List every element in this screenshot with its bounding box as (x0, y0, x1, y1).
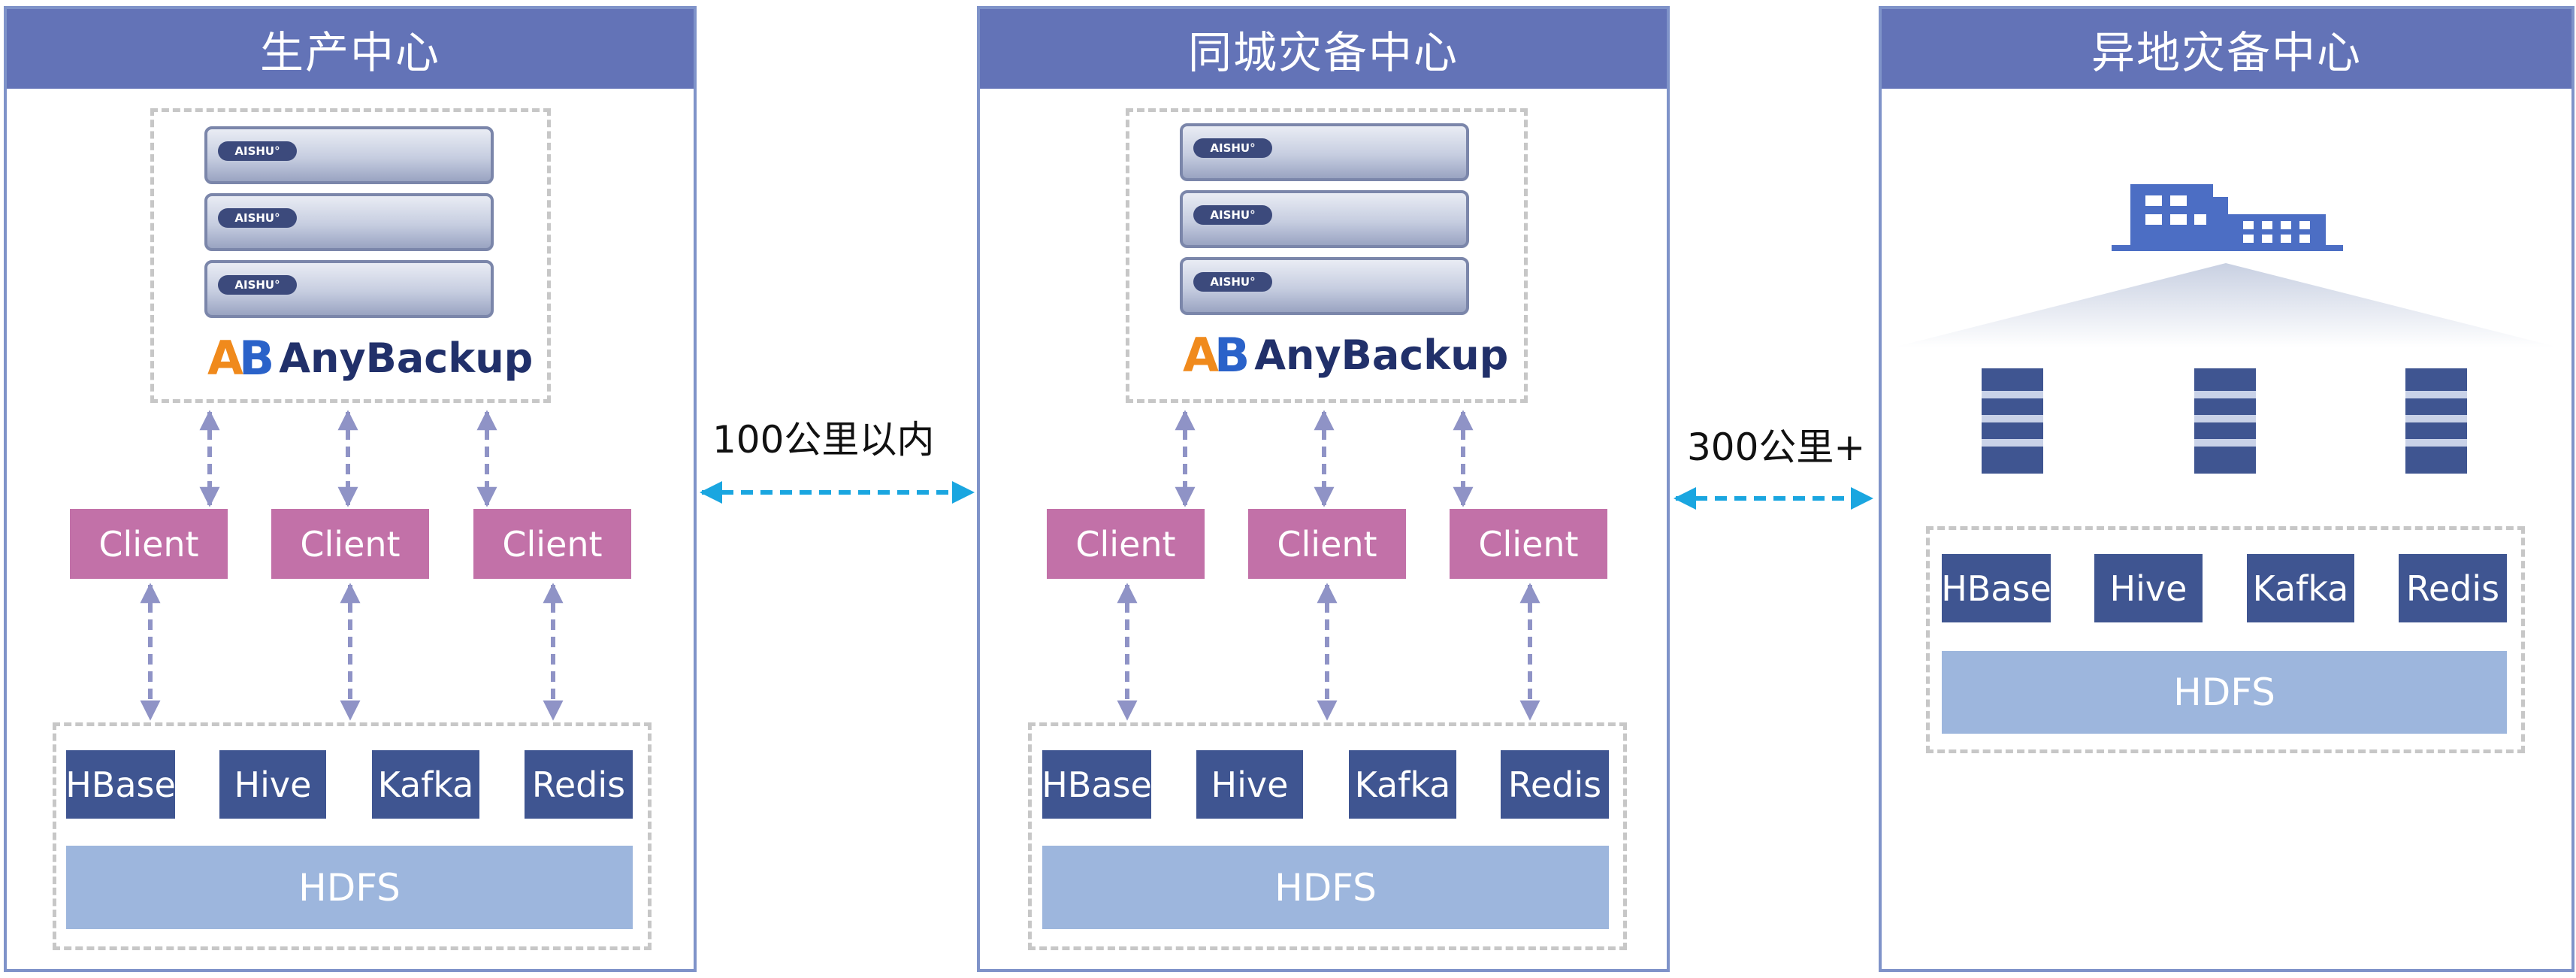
app-hive: Hive (1196, 750, 1303, 819)
hdfs-storage-bar: HDFS (1042, 846, 1609, 929)
server-brand-tag: AISHU° (1193, 138, 1272, 158)
remote-dr-center-title: 异地灾备中心 (1882, 9, 2571, 89)
storage-rack-icon (2194, 368, 2256, 474)
app-kafka: Kafka (1349, 750, 1456, 819)
app-hive: Hive (2094, 554, 2203, 622)
production-backup-server-group (150, 108, 551, 403)
far-distance-label: 300公里+ (1687, 425, 1866, 469)
server-brand-tag: AISHU° (1193, 272, 1272, 292)
server-brand-tag: AISHU° (218, 141, 297, 161)
client-box: Client (1450, 509, 1607, 579)
app-kafka: Kafka (2247, 554, 2354, 622)
anybackup-logo: AB AnyBackup (1183, 328, 1508, 383)
app-redis: Redis (525, 750, 633, 819)
remote-data-platform-group (1926, 526, 2525, 753)
server-unit: AISHU° (1180, 123, 1469, 181)
server-brand-tag: AISHU° (218, 208, 297, 228)
anybackup-logo: AB AnyBackup (207, 331, 533, 386)
app-hive: Hive (219, 750, 326, 819)
server-unit: AISHU° (204, 193, 494, 251)
client-box: Client (1047, 509, 1205, 579)
storage-rack-icon (1982, 368, 2043, 474)
client-box: Client (473, 509, 631, 579)
anybackup-logo-text: AnyBackup (279, 335, 534, 382)
production-data-platform-group (53, 722, 652, 950)
anybackup-logo-mark: AB (207, 331, 274, 386)
app-kafka: Kafka (372, 750, 479, 819)
near-distance-label: 100公里以内 (712, 418, 935, 462)
anybackup-logo-text: AnyBackup (1254, 332, 1509, 379)
server-brand-tag: AISHU° (218, 275, 297, 295)
same-city-data-platform-group (1028, 722, 1627, 950)
server-unit: AISHU° (1180, 257, 1469, 315)
production-center-title: 生产中心 (7, 9, 694, 89)
client-box: Client (70, 509, 228, 579)
app-hbase: HBase (1042, 750, 1152, 819)
client-box: Client (1248, 509, 1406, 579)
app-redis: Redis (1501, 750, 1609, 819)
app-redis: Redis (2399, 554, 2507, 622)
server-brand-tag: AISHU° (1193, 205, 1272, 225)
server-unit: AISHU° (204, 126, 494, 184)
app-hbase: HBase (1941, 554, 2051, 622)
app-hbase: HBase (65, 750, 176, 819)
remote-dr-center-panel: 异地灾备中心 (1879, 6, 2574, 972)
same-city-backup-server-group (1126, 108, 1528, 403)
hdfs-storage-bar: HDFS (1942, 651, 2507, 734)
hdfs-storage-bar: HDFS (66, 846, 633, 929)
anybackup-logo-mark: AB (1183, 328, 1250, 383)
server-unit: AISHU° (1180, 190, 1469, 248)
storage-rack-icon (2405, 368, 2467, 474)
server-unit: AISHU° (204, 260, 494, 318)
same-city-dr-center-title: 同城灾备中心 (980, 9, 1667, 89)
client-box: Client (271, 509, 429, 579)
